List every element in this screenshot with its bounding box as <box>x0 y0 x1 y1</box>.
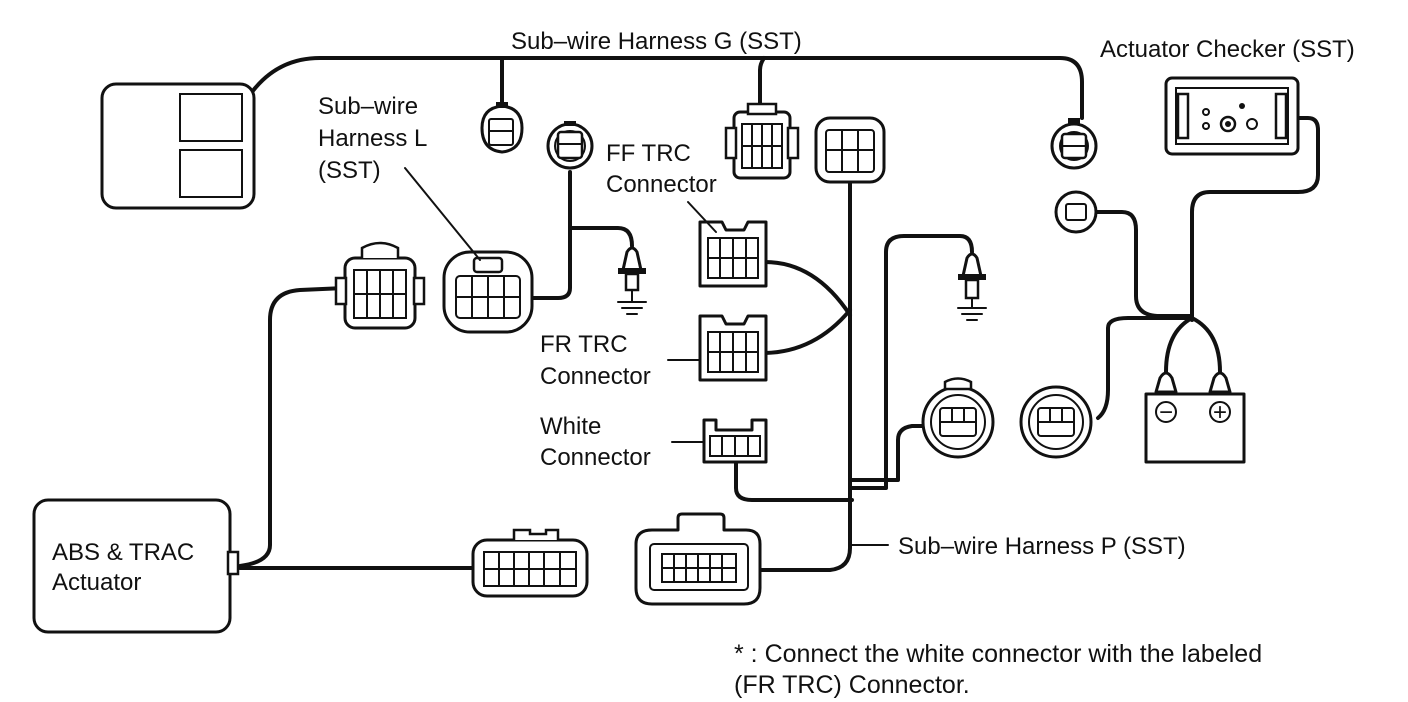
ground-terminal-2 <box>957 252 987 321</box>
harness-g-drop-2 <box>758 56 766 114</box>
label-white-connector-2: Connector <box>540 444 651 471</box>
white-connector <box>702 418 768 464</box>
labels: Sub–wire Harness G (SST) Actuator Checke… <box>52 28 1355 699</box>
footnote-line-1: * : Connect the white connector with the… <box>734 640 1262 668</box>
label-sub-wire-harness-p: Sub–wire Harness P (SST) <box>898 533 1186 560</box>
ff-trc-connector <box>698 220 768 288</box>
fr-trc-wire <box>763 308 852 355</box>
abs-trac-actuator <box>32 498 240 634</box>
footnote-line-2: (FR TRC) Connector. <box>734 671 970 699</box>
label-abs-trac-actuator-2: Actuator <box>52 569 141 596</box>
harness-l-top-connector <box>546 121 594 170</box>
harness-p-main-connector <box>634 512 762 606</box>
battery-positive-label: + <box>1213 399 1227 426</box>
label-sub-wire-harness-l-2: Harness L <box>318 125 427 152</box>
abs-left-connector <box>334 241 426 330</box>
computer-box <box>100 82 256 210</box>
harness-l-ground-wire <box>570 226 634 248</box>
actuator-bottom-connector <box>471 528 589 598</box>
label-white-connector-1: White <box>540 413 601 440</box>
battery: − + <box>1144 371 1246 464</box>
white-connector-wire <box>734 460 854 502</box>
battery-positive-wire <box>1190 316 1222 374</box>
checker-round-connector <box>1019 385 1093 459</box>
harness-l-wire <box>530 170 572 300</box>
label-ff-trc-2: Connector <box>606 171 717 198</box>
checker-wire <box>1190 116 1320 322</box>
label-sub-wire-harness-g: Sub–wire Harness G (SST) <box>511 28 802 55</box>
checker-small-connector <box>1054 190 1098 234</box>
harness-p-trunk <box>756 178 852 572</box>
round-connector-wire <box>1096 316 1194 420</box>
harness-g-wire <box>250 56 1084 120</box>
actuator-checker <box>1164 76 1300 156</box>
harness-g-connector-2 <box>724 102 800 180</box>
battery-negative-wire <box>1164 316 1194 374</box>
label-sub-wire-harness-l-3: (SST) <box>318 157 381 184</box>
battery-negative-label: − <box>1159 399 1173 426</box>
label-fr-trc-1: FR TRC <box>540 331 628 358</box>
wires <box>238 56 1320 572</box>
harness-p-ground-wire <box>850 234 974 490</box>
harness-p-round-connector-wire <box>850 424 926 482</box>
label-actuator-checker: Actuator Checker (SST) <box>1100 36 1355 63</box>
harness-p-round-connector <box>921 377 995 459</box>
harness-l-main-connector <box>442 250 534 334</box>
abs-main-wire <box>238 286 347 568</box>
label-abs-trac-actuator-1: ABS & TRAC <box>52 539 194 566</box>
label-fr-trc-2: Connector <box>540 363 651 390</box>
ground-terminal-1 <box>617 246 647 315</box>
leader-lines <box>404 167 889 546</box>
ff-trc-wire <box>763 260 852 317</box>
harness-g-connector-1 <box>480 102 524 154</box>
harness-g-connector-3 <box>1050 118 1098 170</box>
harness-p-top-connector <box>814 116 886 184</box>
fr-trc-connector <box>698 314 768 382</box>
label-sub-wire-harness-l-1: Sub–wire <box>318 93 418 120</box>
label-ff-trc-1: FF TRC <box>606 140 691 167</box>
small-connector-wire <box>1095 210 1194 318</box>
